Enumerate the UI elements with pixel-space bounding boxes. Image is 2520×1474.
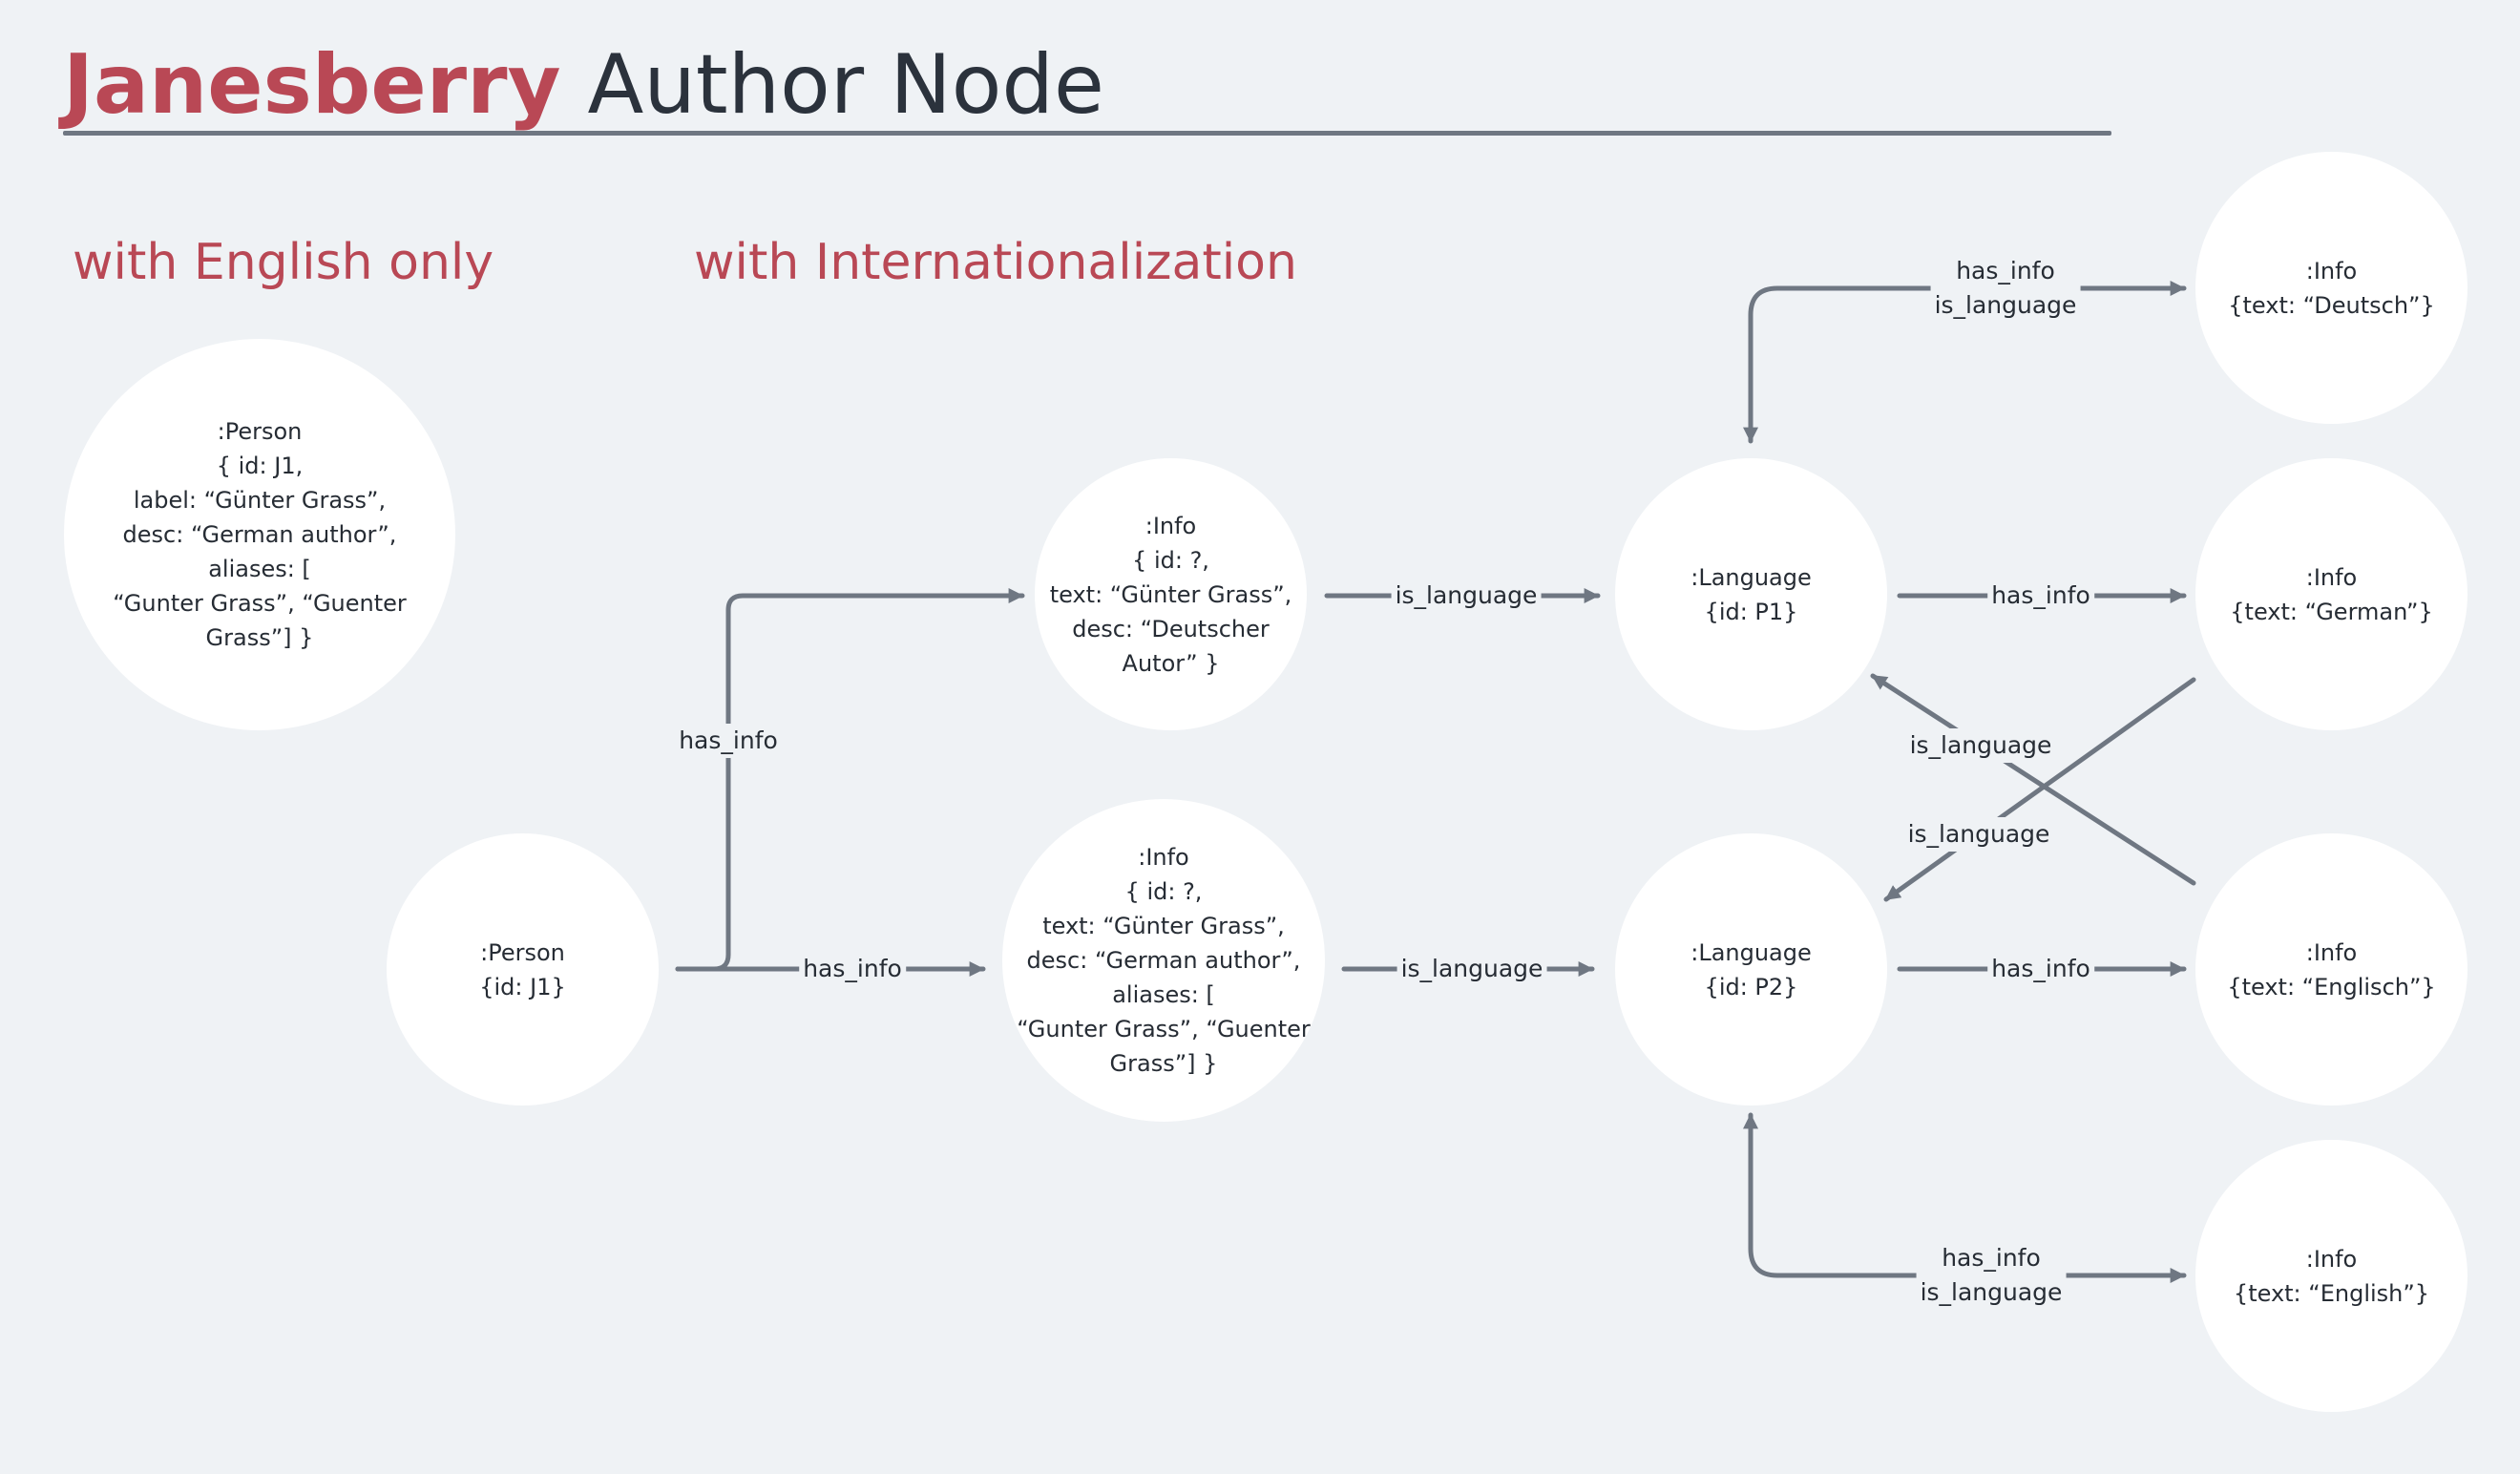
node-label: :Language {id: P1}	[1690, 563, 1812, 625]
header-divider	[63, 131, 2111, 136]
edge-label-p2-has-info-englisch: has_info	[1987, 952, 2094, 986]
node-info-deutsch: :Info {text: “Deutsch”}	[2195, 152, 2468, 424]
brand-name: Janesberry	[63, 37, 561, 133]
node-person-i18n: :Person {id: J1}	[387, 833, 659, 1106]
edge-label-has-info-lower: has_info	[799, 952, 906, 986]
node-info-englisch: :Info {text: “Englisch”}	[2195, 833, 2468, 1106]
node-info-deutscher-autor: :Info { id: ?, text: “Günter Grass”, des…	[1035, 458, 1307, 730]
node-label: :Info {text: “German”}	[2230, 563, 2433, 625]
node-person-english-only: :Person { id: J1, label: “Günter Grass”,…	[64, 339, 455, 730]
edge-englisch-is-language-p1	[1870, 673, 2196, 886]
edge-label-german-is-language-p2: is_language	[1903, 817, 2054, 852]
section-title-english-only: with English only	[73, 234, 494, 291]
node-label: :Language {id: P2}	[1690, 938, 1812, 1000]
node-info-german-author: :Info { id: ?, text: “Günter Grass”, des…	[1002, 799, 1325, 1122]
node-label: :Info {text: “English”}	[2233, 1245, 2430, 1307]
node-label: :Info {text: “Englisch”}	[2227, 938, 2436, 1000]
edge-label-info-de-is-language: is_language	[1391, 579, 1542, 613]
node-label: :Info {text: “Deutsch”}	[2228, 257, 2435, 319]
edge-label-p2-english: has_info is_language	[1916, 1241, 2067, 1310]
section-title-internationalization: with Internationalization	[694, 234, 1297, 291]
node-label: :Info { id: ?, text: “Günter Grass”, des…	[1017, 844, 1311, 1077]
node-info-german: :Info {text: “German”}	[2195, 458, 2468, 730]
edge-label-p1-has-info-german: has_info	[1987, 579, 2094, 613]
edge-german-is-language-p2	[1883, 677, 2196, 902]
page-header: Janesberry Author Node	[63, 32, 1104, 137]
node-info-english: :Info {text: “English”}	[2195, 1140, 2468, 1412]
node-language-p1: :Language {id: P1}	[1615, 458, 1887, 730]
edge-label-p1-deutsch: has_info is_language	[1930, 254, 2081, 323]
edge-p1-deutsch	[1742, 285, 1939, 444]
edge-label-englisch-is-language-p1: is_language	[1905, 728, 2056, 763]
node-language-p2: :Language {id: P2}	[1615, 833, 1887, 1106]
page-title: Author Node	[587, 37, 1104, 133]
edge-label-has-info-upper: has_info	[675, 724, 782, 758]
edge-p2-english	[1742, 1112, 1922, 1278]
node-label: :Info { id: ?, text: “Günter Grass”, des…	[1049, 512, 1292, 677]
node-label: :Person { id: J1, label: “Günter Grass”,…	[113, 418, 407, 651]
edge-label-info-en-is-language: is_language	[1396, 952, 1547, 986]
node-label: :Person {id: J1}	[479, 938, 566, 1000]
edge-person-has-info-upper	[675, 587, 1025, 972]
